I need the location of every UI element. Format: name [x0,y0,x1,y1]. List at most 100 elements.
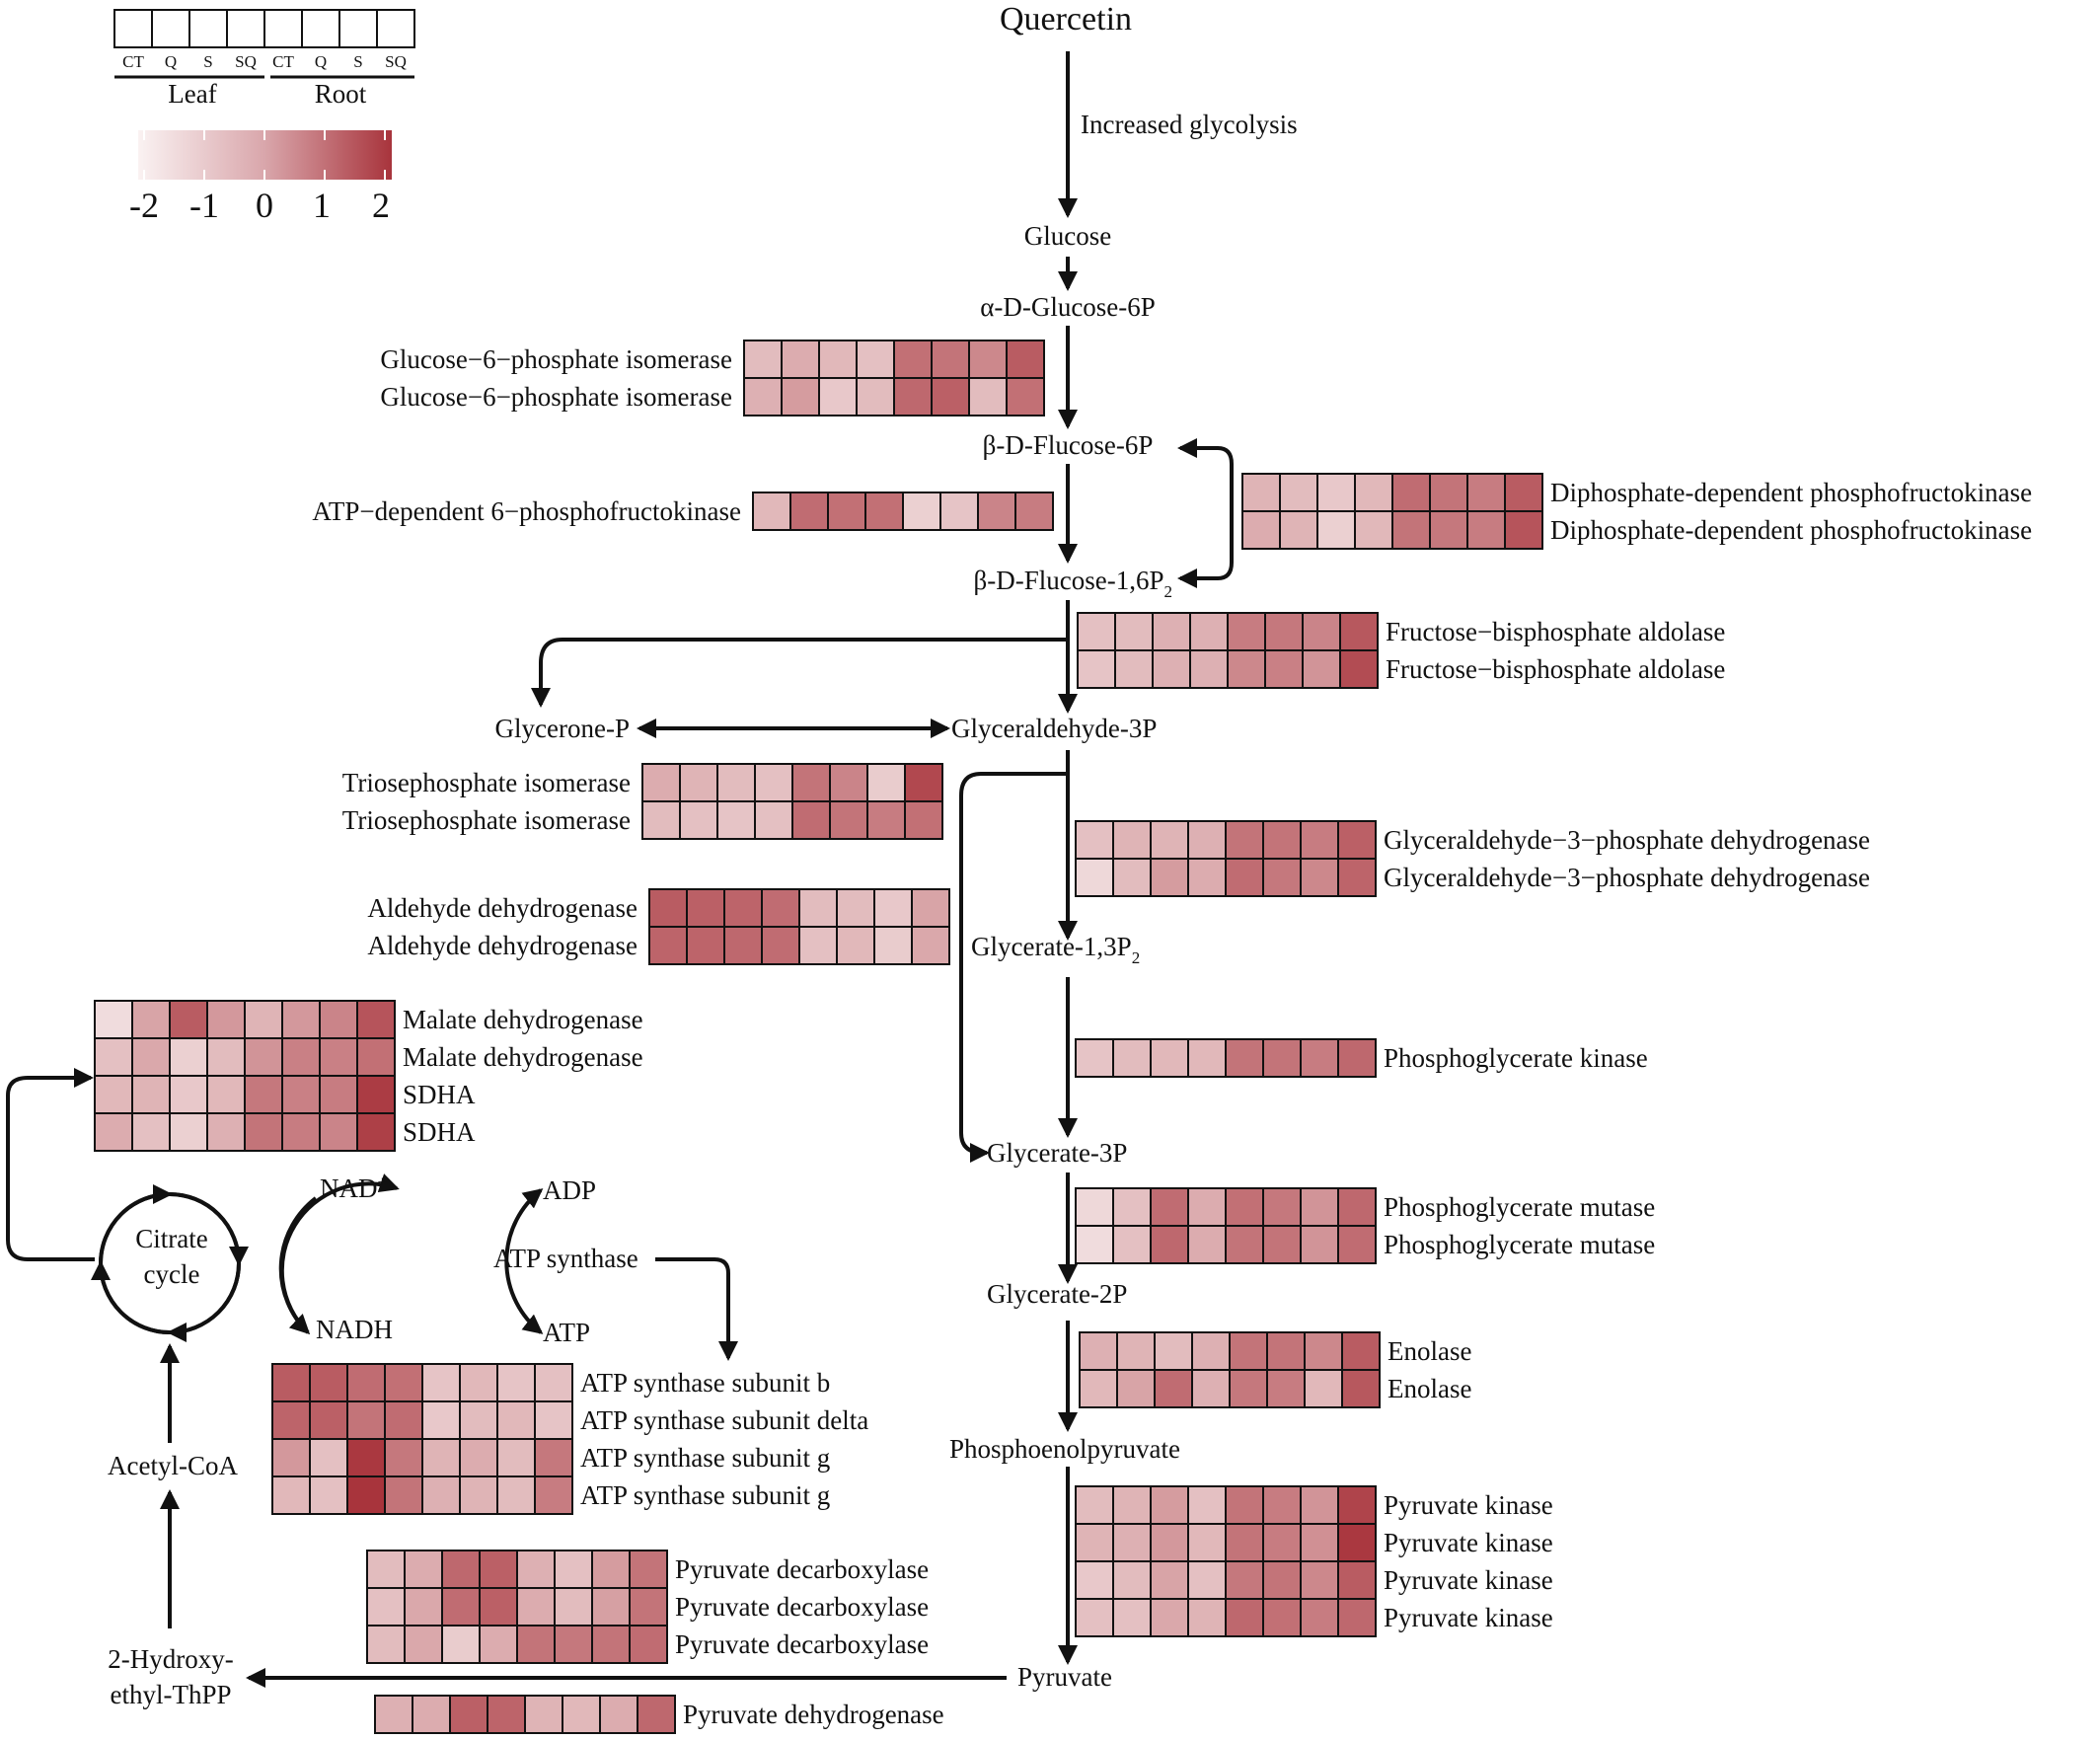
heatmap-cell [1187,1523,1227,1562]
metabolite-glyceraldehyde-3p: Glyceraldehyde-3P [951,714,1157,743]
enzyme-label: ATP synthase subunit g [580,1443,830,1473]
legend-tick-0: 0 [256,186,273,225]
heatmap-pyruvate-dehydrogenase: Pyruvate dehydrogenase [374,1695,944,1734]
heatmap-cell [131,1075,171,1114]
heatmap-phosphoglycerate-kinase: Phosphoglycerate kinase [1075,1038,1648,1078]
heatmap-cell [346,1363,386,1402]
heatmap-cell [534,1363,573,1402]
enzyme-label: Glucose−6−phosphate isomerase [380,344,732,374]
heatmap-cell [1116,1369,1156,1408]
heatmap-cell [554,1625,593,1664]
heatmap-cell [1112,858,1152,897]
heatmap-cell [1229,1331,1268,1371]
heatmap-triosephosphate-isomerase: Triosephosphate isomeraseTriosephosphate… [342,763,943,840]
heatmap-cell [319,1112,358,1152]
heatmap-cell [743,340,783,379]
heatmap-cell [679,800,718,840]
heatmap-cell [441,1625,481,1664]
heatmap-cell [1227,649,1266,689]
heatmap-cell [516,1587,556,1627]
enzyme-label: Pyruvate kinase [1384,1565,1553,1595]
heatmap-cell [1337,1225,1377,1264]
heatmap-cell [271,1438,311,1477]
heatmap-cell [1339,649,1379,689]
heatmap-cell [319,1000,358,1039]
heatmap-cell [1225,1560,1264,1600]
heatmap-cell [1116,1331,1156,1371]
legend-tissue-root: Root [315,79,367,109]
enzyme-label: Phosphoglycerate mutase [1384,1230,1655,1259]
heatmap-cell [1391,473,1431,512]
metabolite-nadh: NADH [316,1315,393,1344]
heatmap-cell [629,1550,668,1589]
heatmap-cell [977,492,1016,531]
arrow-f16p-glycerone [531,638,1068,708]
enzyme-label: Malate dehydrogenase [403,1005,643,1034]
heatmap-cell [1150,1485,1189,1525]
heatmap-cell [1316,473,1356,512]
heatmap-cell [496,1475,536,1515]
enzyme-heatmaps: Glucose−6−phosphate isomeraseGlucose−6−p… [94,340,2032,1734]
heatmap-cell [384,1363,423,1402]
heatmap-cell [1337,1560,1377,1600]
heatmap-cell [244,1000,283,1039]
enzyme-label: SDHA [403,1080,476,1109]
heatmap-cell [1112,1598,1152,1637]
metabolite-glycerate-2p: Glycerate-2P [987,1279,1127,1309]
heatmap-cell [1302,612,1341,651]
heatmap-cell [1191,1331,1231,1371]
enzyme-label: Enolase [1388,1336,1471,1366]
heatmap-cell [516,1550,556,1589]
heatmap-cell [686,926,725,965]
heatmap-cell [281,1037,321,1077]
heatmap-cell [1262,1560,1302,1600]
arrow-f6p-f16p-reversible [1177,438,1234,588]
heatmap-cell [1075,820,1114,860]
heatmap-cell [1150,1523,1189,1562]
heatmap-cell [356,1037,396,1077]
heatmap-glyceraldehyde-3-phosphate-dehydrogenase: Glyceraldehyde−3−phosphate dehydrogenase… [1075,820,1870,897]
metabolite-glycerone-p: Glycerone-P [495,714,630,743]
heatmap-cell [904,800,943,840]
heatmap-cell [1150,1038,1189,1078]
heatmap-cell [404,1550,443,1589]
heatmap-cell [244,1112,283,1152]
heatmap-cell [487,1695,526,1734]
heatmap-cell [271,1400,311,1440]
citrate-cycle-line2: cycle [144,1259,200,1289]
heatmap-cell [1154,1369,1193,1408]
enzyme-label: Triosephosphate isomerase [342,768,631,797]
heatmap-cell [169,1075,208,1114]
enzyme-label: ATP synthase subunit delta [580,1405,868,1435]
enzyme-label: Pyruvate decarboxylase [675,1554,929,1584]
heatmap-cell [479,1550,518,1589]
heatmap-cell [309,1363,348,1402]
heatmap-cell [1191,1369,1231,1408]
heatmap-cell [554,1550,593,1589]
heatmap-cell [1339,612,1379,651]
heatmap-cell [356,1112,396,1152]
heatmap-cell [94,1075,133,1114]
legend-label-root-q: Q [315,52,327,71]
heatmap-cell [169,1000,208,1039]
heatmap-cell [534,1400,573,1440]
heatmap-phosphoglycerate-mutase: Phosphoglycerate mutasePhosphoglycerate … [1075,1187,1655,1264]
metabolite-labels: Quercetin Increased glycolysis Glucose α… [108,1,1298,1709]
enzyme-label: Pyruvate dehydrogenase [683,1700,944,1729]
heatmap-cell [591,1625,631,1664]
legend-tick-2: 2 [372,186,390,225]
heatmap-cell [169,1037,208,1077]
heatmap-cell [968,377,1008,416]
legend-colorbar-ticks [143,130,386,180]
heatmap-cell [524,1695,563,1734]
heatmap-cell [1300,1485,1339,1525]
heatmap-cell [1337,1187,1377,1227]
heatmap-cell [829,763,868,802]
heatmap-cell [939,492,979,531]
heatmap-cell [723,926,763,965]
heatmap-cell [743,377,783,416]
heatmap-cell [1264,612,1304,651]
heatmap-cell [1079,1369,1118,1408]
heatmap-cell [1187,858,1227,897]
